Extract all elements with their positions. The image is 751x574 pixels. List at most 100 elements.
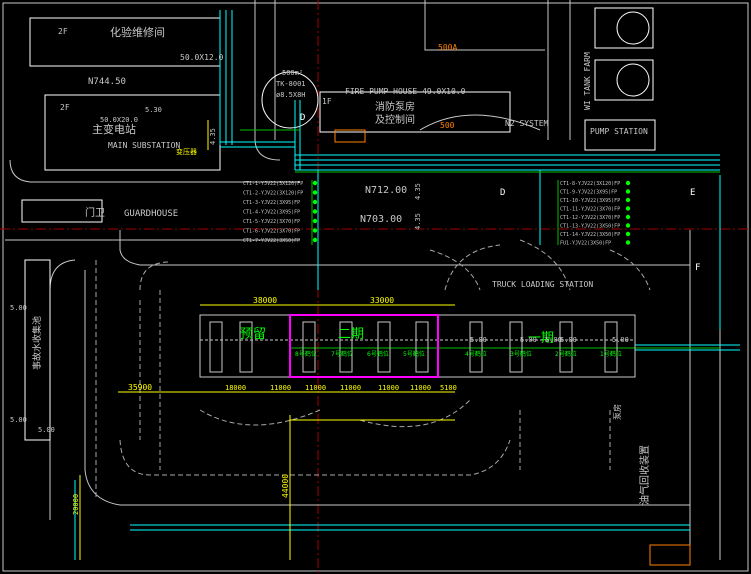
bay-name-phase2: 7号鹤位 <box>331 350 353 358</box>
bay-name-phase2: 8号鹤位 <box>295 350 317 358</box>
sea-tank <box>24 259 51 441</box>
phase2-label: 二期 <box>338 327 364 342</box>
loading-bay <box>509 321 523 373</box>
tank-farm-label: WI TANK FARM <box>583 52 592 110</box>
cable-tag-marker <box>312 237 318 243</box>
building-outlines <box>21 7 656 441</box>
elevation-number: 4.35 <box>414 213 422 230</box>
dim-bottom-total: 35900 <box>128 383 152 392</box>
road-dashed <box>359 399 471 428</box>
bay-dimension: 5100 <box>440 384 457 392</box>
cable-tag-marker <box>625 223 631 228</box>
bay-name-phase1: 4号鹤位 <box>465 350 487 358</box>
loading-bays <box>209 321 618 373</box>
vapor-unit-label: 油气回收装置 <box>638 445 651 505</box>
subst-sub: 变压器 <box>176 147 197 156</box>
road-edge <box>84 270 690 506</box>
bay-name-phase2: 6号鹤位 <box>367 350 389 358</box>
bay-dimension: 11000 <box>305 384 326 392</box>
bay-name-phase1: 3号鹤位 <box>510 350 532 358</box>
pad <box>649 544 691 566</box>
labels: 化验维修间 2F 50.0X12.0 N744.50 2F 主变电站 MAIN … <box>10 25 651 515</box>
cable-tag-marker <box>625 231 631 237</box>
truck-loading-station <box>199 314 636 378</box>
bay-height: 5.00 <box>545 336 562 344</box>
axis-letter: F <box>695 263 700 273</box>
guardhouse-en: GUARDHOUSE <box>124 209 178 219</box>
side-five: 5.00 <box>38 426 55 434</box>
loading-bay <box>604 321 618 373</box>
bay-dimension: 11000 <box>270 384 291 392</box>
tank-arc <box>419 114 541 131</box>
elevation-number: 4.35 <box>414 183 422 200</box>
road-dashed <box>199 409 321 426</box>
cable-tag-marker <box>312 218 318 224</box>
cable-tag: CT1-9-YJV22(3X95)FP <box>560 190 617 196</box>
cable-tag: CT1-1-YJV22(3X120)FP <box>243 181 303 187</box>
road-dashed <box>429 249 481 291</box>
substation-cn: 主变电站 <box>92 122 136 136</box>
elevation-number: 4.35 <box>209 128 217 145</box>
cable-tag-marker <box>312 228 318 233</box>
tank-circle <box>616 11 650 45</box>
pads <box>334 129 691 566</box>
pipe-racks <box>74 10 740 560</box>
truck-loading-label: TRUCK LOADING STATION <box>492 280 593 289</box>
tank-box-1 <box>594 7 654 49</box>
cable-tag-marker <box>312 209 318 214</box>
tank-note-2: TK-8001 <box>276 80 306 88</box>
cable-tag: CT1-14-YJV22(3X50)FP <box>560 232 620 238</box>
bay-dimension: 11000 <box>340 384 361 392</box>
cable-tag: CT1-7-YJV22(3X50)FP <box>243 238 300 244</box>
fire-pump-en: FIRE PUMP HOUSE 49.0X10.0 <box>345 87 466 96</box>
loading-bay <box>559 321 573 373</box>
road-edge <box>254 0 281 161</box>
n712-label: N712.00 <box>365 185 407 196</box>
side-dim-1: 5.00 <box>10 304 27 312</box>
loading-bay <box>239 321 253 373</box>
n744-label: N744.50 <box>88 77 126 87</box>
tank-box-2 <box>594 59 654 101</box>
pad <box>334 129 366 143</box>
loading-bay <box>377 321 391 373</box>
tank-500-boundary <box>424 0 545 51</box>
fire-pump-building <box>319 91 511 133</box>
tank-circle <box>616 63 650 97</box>
tank-circle <box>261 71 319 129</box>
loading-bay <box>209 321 223 373</box>
cable-tag: FU1-YJV22(3X50)FP <box>560 241 611 247</box>
tank-500a: 500A <box>438 43 457 52</box>
dim-top-right: 33000 <box>370 296 394 305</box>
phase1-label: 一期 <box>528 331 554 346</box>
axis-letter: D <box>300 113 305 123</box>
cable-tag: CT1-13-YJV22(3X50)FP <box>560 224 620 230</box>
n2-system: N2 SYSTEM <box>505 119 549 128</box>
dim-top-left: 38000 <box>253 296 277 305</box>
road-edge <box>119 230 690 266</box>
axis-letter: E <box>690 188 695 198</box>
fire-pump-cn2: 及控制间 <box>375 113 415 126</box>
cable-tag: CT1-12-YJV22(3X70)FP <box>560 215 620 221</box>
road-dashed <box>139 261 171 291</box>
road-dashed <box>119 439 511 476</box>
tank-note-3: ø8.5X8H <box>276 91 306 99</box>
cable-tag-marker <box>625 214 631 220</box>
cable-tag: CT1-5-YJV22(3X70)FP <box>243 219 300 225</box>
cable-tag: CT1-11-YJV22(3X70)FP <box>560 207 620 213</box>
loading-platform-outline <box>199 314 636 378</box>
tanks <box>261 0 650 131</box>
side-dim-2: 5.00 <box>10 416 27 424</box>
road-edge <box>9 159 300 183</box>
dimension-lines <box>79 120 455 560</box>
cable-tag-marker <box>625 240 631 245</box>
n703-label: N703.00 <box>360 214 402 225</box>
substation-size: 50.0X20.0 <box>100 116 138 124</box>
bay-name-phase1: 2号鹤位 <box>555 350 577 358</box>
bay-height: 5.00 <box>612 336 629 344</box>
cable-tag: CT1-6-YJV22(3X70)FP <box>243 229 300 235</box>
cable-tag-marker <box>312 180 318 186</box>
